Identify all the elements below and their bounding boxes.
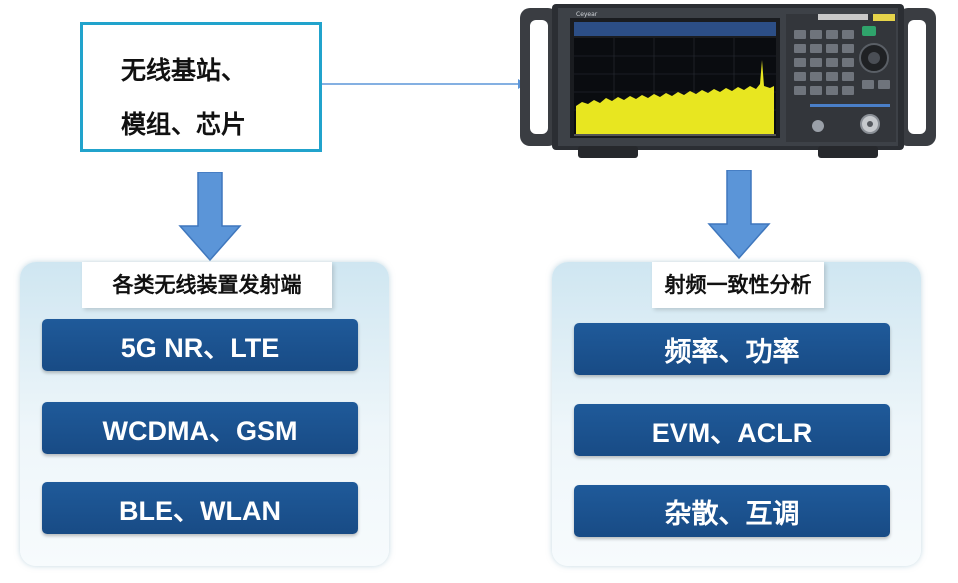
transmitter-panel-title: 各类无线装置发射端 — [82, 262, 332, 308]
rf-analysis-panel-title: 射频一致性分析 — [652, 262, 824, 308]
connector-arrow — [322, 79, 526, 89]
right-down-arrow — [707, 170, 771, 260]
item-wcdma-gsm: WCDMA、GSM — [42, 402, 358, 454]
left-down-arrow — [178, 172, 242, 262]
transmitter-panel: 各类无线装置发射端 5G NR、LTE WCDMA、GSM BLE、WLAN — [20, 262, 389, 566]
brand-label: Ceyear — [576, 11, 598, 18]
spectrum-analyzer-image: Ceyear — [520, 4, 936, 158]
source-line-2: 模组、芯片 — [121, 110, 247, 139]
item-ble-wlan: BLE、WLAN — [42, 482, 358, 534]
item-evm-aclr: EVM、ACLR — [574, 404, 890, 456]
source-box: 无线基站、 模组、芯片 — [80, 22, 322, 152]
item-5g-nr-lte: 5G NR、LTE — [42, 319, 358, 371]
item-frequency-power: 频率、功率 — [574, 323, 890, 375]
item-spurious-intermod: 杂散、互调 — [574, 485, 890, 537]
source-line-1: 无线基站、 — [121, 56, 247, 85]
rf-analysis-panel: 射频一致性分析 频率、功率 EVM、ACLR 杂散、互调 — [552, 262, 921, 566]
